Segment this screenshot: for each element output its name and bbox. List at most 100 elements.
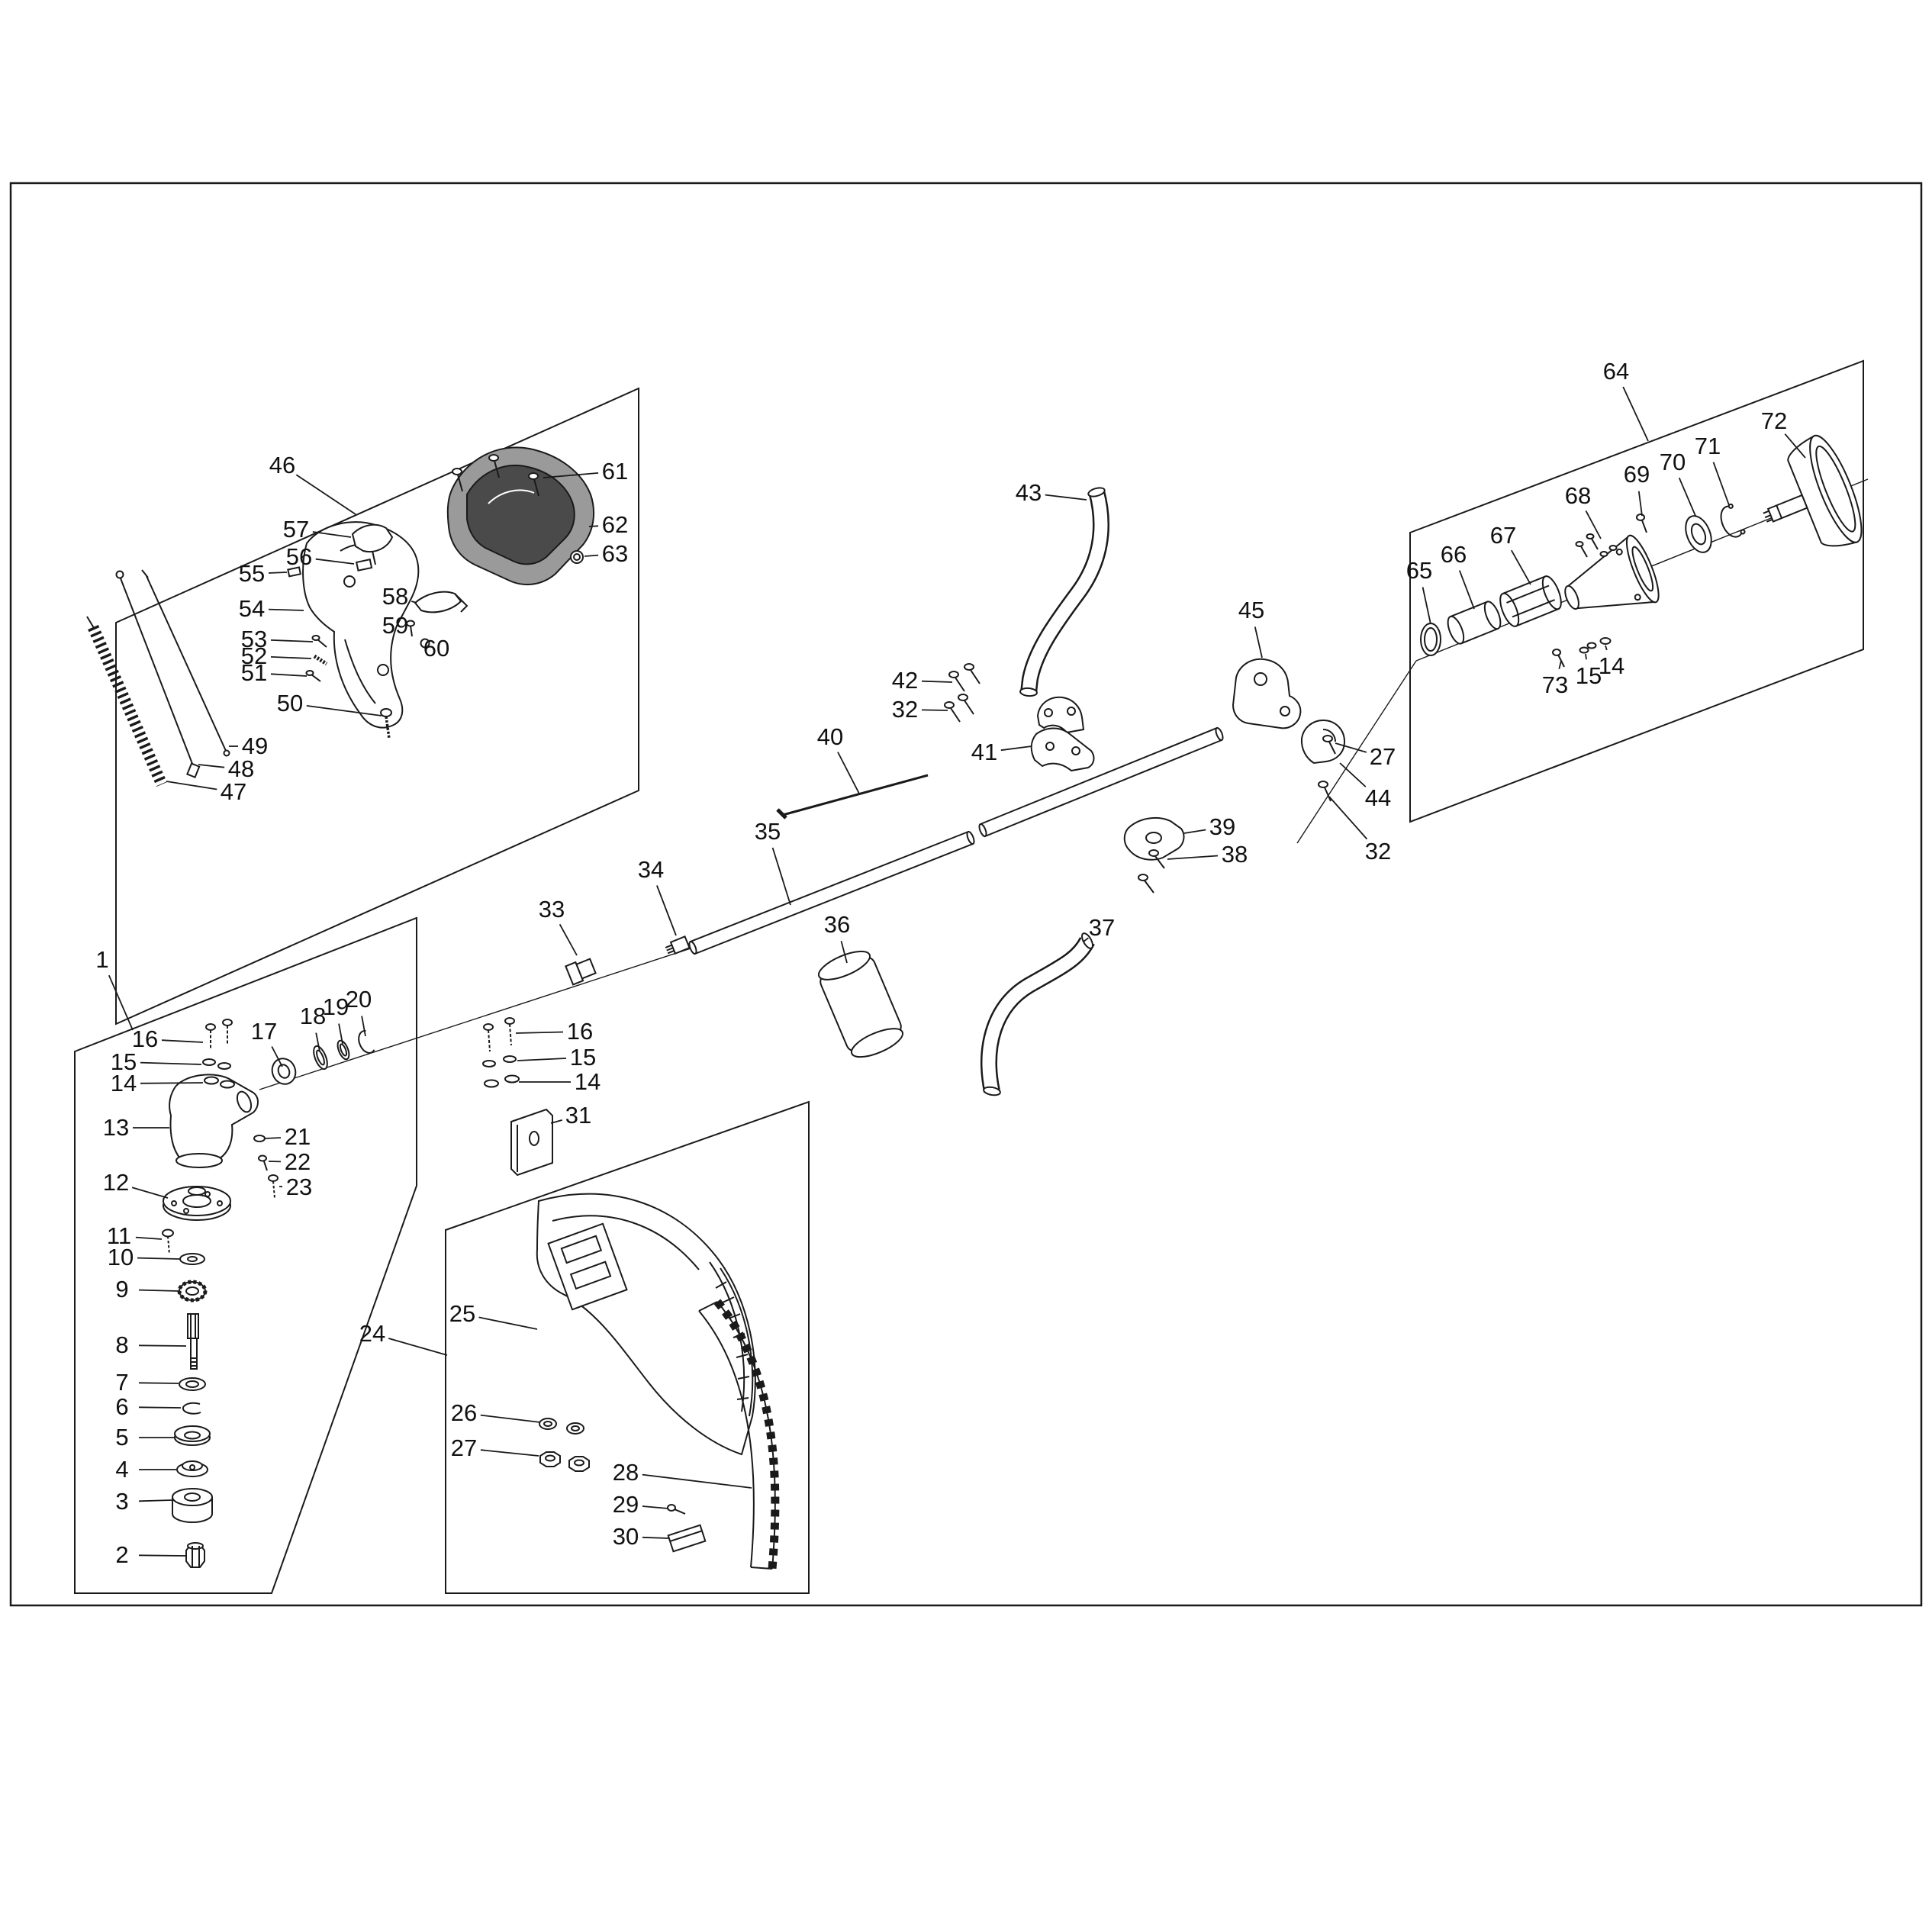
leader-line-11 [135,1236,163,1240]
part-label-13: 13 [103,1114,129,1141]
group-clutch-assembly [1420,434,1863,668]
part-label-37: 37 [1089,914,1115,941]
part-label-27: 27 [451,1435,477,1461]
part-4-disc [176,1460,208,1477]
part-label-54: 54 [239,595,265,622]
part-60-ring [420,638,430,649]
part-label-44: 44 [1365,784,1391,811]
part-label-15: 15 [111,1048,137,1075]
leader-line-45 [1254,626,1263,658]
leader-line-36 [840,941,848,964]
leader-line-1 [108,974,134,1031]
leader-line-9 [138,1289,179,1292]
leader-line-65 [1422,587,1431,625]
part-label-70: 70 [1660,449,1686,475]
part-label-55: 55 [239,560,265,587]
part-62-handle-housing-upper [446,446,595,586]
leader-line-3 [138,1499,172,1502]
part-label-35: 35 [755,818,781,845]
part-72-clutch-drum [1763,434,1863,547]
part-40-rod [776,774,929,819]
part-label-64: 64 [1603,358,1629,385]
part-51-screw [305,670,321,682]
part-14-washers-gearhead [204,1076,235,1089]
leader-line-46 [295,474,356,515]
part-label-24: 24 [359,1320,385,1347]
part-label-41: 41 [971,739,997,765]
part-label-18: 18 [300,1003,326,1029]
part-14-washer-clutch [1599,637,1612,645]
part-57-throttle-trigger [351,523,394,565]
part-label-23: 23 [286,1174,312,1200]
group-handle-assembly [86,446,595,787]
part-label-10: 10 [108,1244,134,1270]
group-shaft-parts [482,487,1346,1177]
part-label-1: 1 [95,946,108,973]
leader-line-43 [1045,494,1087,501]
part-label-57: 57 [283,516,309,543]
part-52-spring-small [313,654,328,666]
leader-line-69 [1637,491,1643,517]
leader-line-58 [411,601,417,604]
leader-line-55 [268,572,288,574]
part-label-16: 16 [567,1018,593,1045]
part-32-screw-clamp [1318,781,1331,802]
leader-line-15 [517,1058,567,1061]
part-69-bolt [1636,514,1647,533]
part-label-61: 61 [602,458,628,485]
part-label-60: 60 [423,635,449,662]
part-6-circlip [182,1402,201,1415]
leader-line-31 [550,1119,563,1124]
leader-line-39 [1183,829,1206,834]
part-56-block [355,559,373,572]
leader-line-17 [271,1046,283,1067]
part-10-washer [179,1253,205,1265]
part-27-nuts [539,1451,590,1472]
leader-line-71 [1712,462,1730,506]
gearhead-axis-centerline [259,947,694,1090]
gear-head-group-box [74,916,417,1594]
clutch-group-box [1409,359,1864,823]
part-label-30: 30 [613,1523,639,1550]
leader-line-12 [131,1187,169,1199]
part-label-67: 67 [1490,522,1516,549]
leader-line-64 [1622,386,1649,442]
leader-line-35 [771,847,791,906]
part-label-38: 38 [1222,841,1248,868]
part-label-33: 33 [539,896,565,923]
drawing-frame [9,182,1923,1607]
leader-line-26 [480,1414,541,1423]
part-16-screws-center [483,1017,515,1052]
part-label-51: 51 [241,659,267,686]
part-15-washers-gearhead [202,1058,231,1070]
part-43-handlebar-left [1019,487,1109,697]
part-label-46: 46 [269,452,295,478]
part-34-fitting [665,935,691,955]
part-label-56: 56 [286,543,312,570]
group-gear-head-assembly [162,1019,375,1568]
part-label-32: 32 [1365,838,1391,865]
leader-line-70 [1678,477,1696,517]
handle-group-box [115,387,639,1026]
leader-line-73 [1558,660,1562,669]
leader-line-57 [312,531,352,538]
part-label-11: 11 [107,1222,131,1249]
leader-line-32 [1328,796,1368,840]
part-label-7: 7 [115,1369,128,1396]
part-label-73: 73 [1542,671,1568,698]
part-label-19: 19 [323,993,349,1020]
part-32-screws [944,694,974,723]
part-18-washer [313,1045,328,1071]
part-25-guard [536,1193,756,1456]
part-label-14: 14 [111,1070,137,1096]
leader-line-2 [138,1554,186,1557]
leader-line-33 [559,923,578,956]
part-label-27: 27 [1370,743,1396,770]
part-27-screw-clamp [1322,735,1336,755]
part-label-29: 29 [613,1491,639,1518]
part-label-22: 22 [285,1148,311,1175]
part-label-17: 17 [251,1018,277,1045]
part-label-53: 53 [241,626,267,652]
part-label-12: 12 [103,1169,129,1196]
